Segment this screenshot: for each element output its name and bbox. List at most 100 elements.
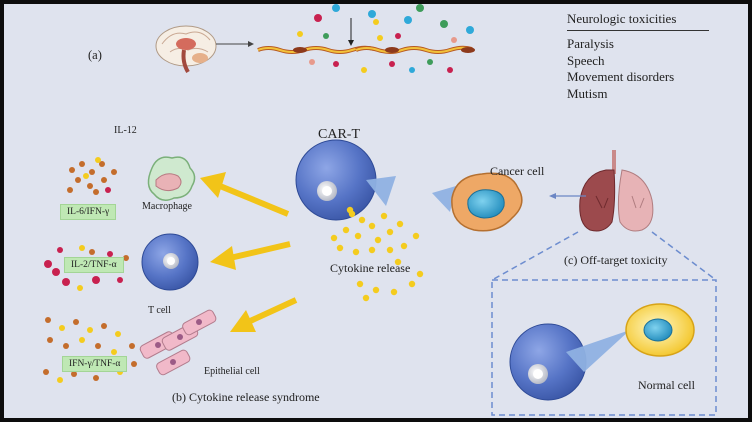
cancer-arrow-icon — [432, 186, 456, 212]
cytokine-dot — [373, 19, 379, 25]
cytokine-dot — [95, 157, 101, 163]
vessel-cytokines — [297, 4, 474, 73]
cytokine-dot — [101, 323, 107, 329]
cytokine-dot — [99, 161, 105, 167]
brain-icon — [155, 25, 217, 74]
cytokine-dot — [389, 61, 395, 67]
cytokine-dot — [368, 10, 376, 18]
epithelial-cytokines — [43, 317, 137, 383]
cytokine-dot — [346, 206, 354, 214]
cytokine-release-label: Cytokine release — [330, 261, 411, 275]
cytokine-dot — [400, 242, 408, 250]
cytokine-dot — [83, 173, 89, 179]
cytokine-dot — [63, 343, 69, 349]
cytokine-dot — [447, 67, 453, 73]
zoom-arrow-icon — [566, 330, 630, 372]
cytokine-dot — [297, 31, 303, 37]
cytokine-dot — [87, 183, 93, 189]
cytokine-dot — [356, 280, 364, 288]
cytokine-dot — [416, 4, 424, 12]
lungs-icon — [579, 150, 654, 232]
cytokine-dot — [123, 255, 129, 261]
cytokine-dot — [368, 246, 376, 254]
cytokine-dot — [89, 169, 95, 175]
car-t-cell — [295, 139, 377, 221]
cytokine-dot — [115, 331, 121, 337]
arrow-to-macrophage-icon — [200, 172, 290, 217]
cytokine-dot — [362, 294, 370, 302]
cytokine-dot — [333, 61, 339, 67]
toxicity-item: Speech — [567, 52, 605, 68]
cytokine-dot — [93, 375, 99, 381]
panel-a-label: (a) — [88, 48, 102, 62]
toxicity-item: Paralysis — [567, 36, 614, 51]
cytokine-dot — [95, 343, 101, 349]
tcell-cytokines — [44, 245, 129, 291]
cytokine-dot — [52, 268, 60, 276]
cytokine-dot — [412, 232, 420, 240]
toxicities-rule — [567, 30, 709, 31]
panel-c-caption: (c) Off-target toxicity — [564, 253, 668, 267]
cytokine-dot — [79, 161, 85, 167]
cytokine-dot — [386, 228, 394, 236]
macrophage-icon — [147, 156, 196, 201]
cytokine-dot — [111, 169, 117, 175]
cytokine-dot — [309, 59, 315, 65]
cytokine-dot — [380, 212, 388, 220]
cytokine-dot — [409, 67, 415, 73]
cytokine-dot — [396, 220, 404, 228]
cytokine-dot — [323, 33, 329, 39]
cytokine-dot — [67, 187, 73, 193]
cytokine-dot — [79, 337, 85, 343]
t-cell-label: T cell — [148, 305, 171, 316]
cytokine-dot — [129, 343, 135, 349]
cytokine-dot — [105, 187, 111, 193]
cytokine-dot — [361, 67, 367, 73]
toxicity-item: Mutism — [567, 85, 608, 101]
cytokine-dot — [71, 371, 77, 377]
arrow-to-epithelial-icon — [230, 297, 298, 332]
cytokine-dot — [87, 327, 93, 333]
cytokine-dot — [368, 222, 376, 230]
cytokine-dot — [57, 247, 63, 253]
cytokine-dot — [92, 276, 100, 284]
cytokine-dot — [73, 319, 79, 325]
normal-cell-icon — [625, 303, 695, 357]
cytokine-dot — [43, 369, 49, 375]
cytokine-dot — [394, 258, 402, 266]
epithelial-label: Epithelial cell — [204, 366, 260, 377]
macrophage-cytokines — [67, 157, 117, 195]
cytokine-dot — [75, 177, 81, 183]
zoom-car-t-cell — [509, 323, 587, 401]
cytokine-dot — [59, 325, 65, 331]
car-t-label: CAR-T — [318, 127, 360, 142]
cytokine-dot — [352, 248, 360, 256]
macrophage-cytokine-box: IL-6/IFN-γ — [60, 204, 117, 220]
tcell-cytokine-box: IL-2/TNF-α — [64, 257, 124, 273]
toxicities-list: Paralysis Speech Movement disorders Muti… — [567, 36, 674, 102]
cytokine-dot — [404, 16, 412, 24]
cytokine-dot — [336, 244, 344, 252]
cytokine-dot — [354, 232, 362, 240]
cytokine-dot — [395, 33, 401, 39]
cancer-cell-label: Cancer cell — [490, 164, 545, 178]
cytokine-dot — [372, 286, 380, 294]
epithelial-cells-icon — [139, 309, 217, 376]
cytokine-dot — [332, 4, 340, 12]
cytokine-dot — [427, 59, 433, 65]
cytokine-dot — [314, 14, 322, 22]
cytokine-dot — [69, 167, 75, 173]
macrophage-label: Macrophage — [142, 201, 192, 212]
cytokine-dot — [377, 35, 383, 41]
normal-cell-zoom-box — [491, 231, 717, 416]
cytokine-dot — [47, 337, 53, 343]
cytokine-dot — [408, 280, 416, 288]
cytokine-dot — [93, 189, 99, 195]
cytokine-dot — [89, 249, 95, 255]
cytokine-dot — [390, 288, 398, 296]
epithelial-cytokine-box: IFN-γ/TNF-α — [62, 356, 128, 372]
cytokine-dot — [342, 226, 350, 234]
t-cell — [141, 233, 199, 291]
cytokine-dot — [386, 246, 394, 254]
